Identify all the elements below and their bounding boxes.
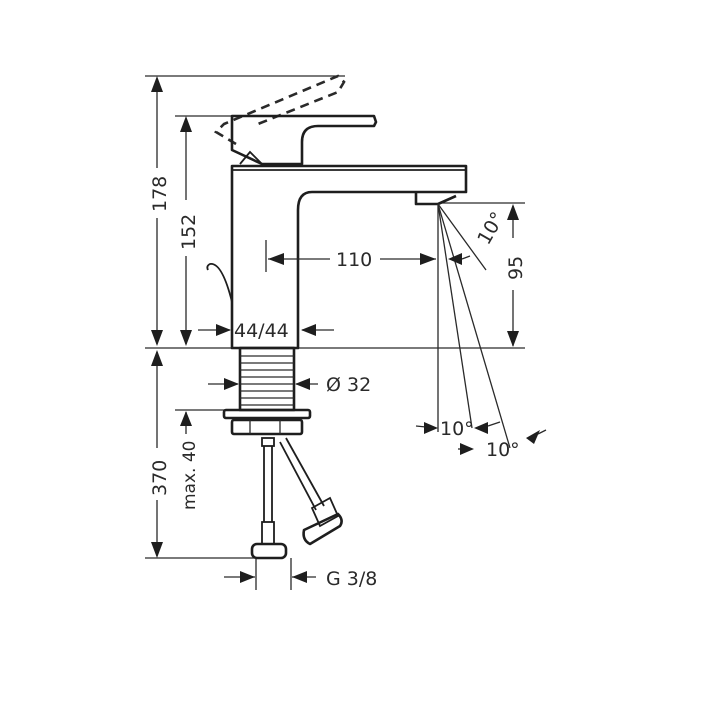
dimension-44: [198, 324, 334, 336]
dimension-110: [265, 240, 471, 272]
label-110: 110: [336, 249, 372, 271]
dimension-max40: [180, 411, 192, 434]
label-max-40: max. 40: [180, 441, 200, 510]
spray-lines: [437, 203, 511, 449]
label-g-3-8: G 3/8: [326, 568, 377, 590]
label-95: 95: [505, 256, 527, 280]
dimension-95: [507, 204, 519, 347]
label-angle-top: 10°: [473, 208, 509, 248]
label-angle-1: 10°: [440, 418, 474, 440]
label-178: 178: [149, 176, 171, 212]
dimension-370: [151, 350, 163, 558]
lever-raised-outline: [213, 74, 346, 146]
shank-threads: [240, 355, 294, 406]
label-44-44: 44/44: [234, 320, 289, 342]
dimension-angles: [415, 421, 547, 455]
dimension-32: [208, 378, 318, 390]
dimension-g38: [224, 571, 316, 583]
label-370: 370: [149, 460, 171, 496]
faucet-body: [206, 114, 468, 560]
label-diameter-32: Ø 32: [326, 374, 371, 396]
extension-lines: [145, 75, 525, 590]
dimension-178: [151, 76, 163, 346]
dimension-152: [180, 116, 192, 346]
label-angle-2: 10°: [486, 439, 520, 461]
label-152: 152: [178, 214, 200, 250]
